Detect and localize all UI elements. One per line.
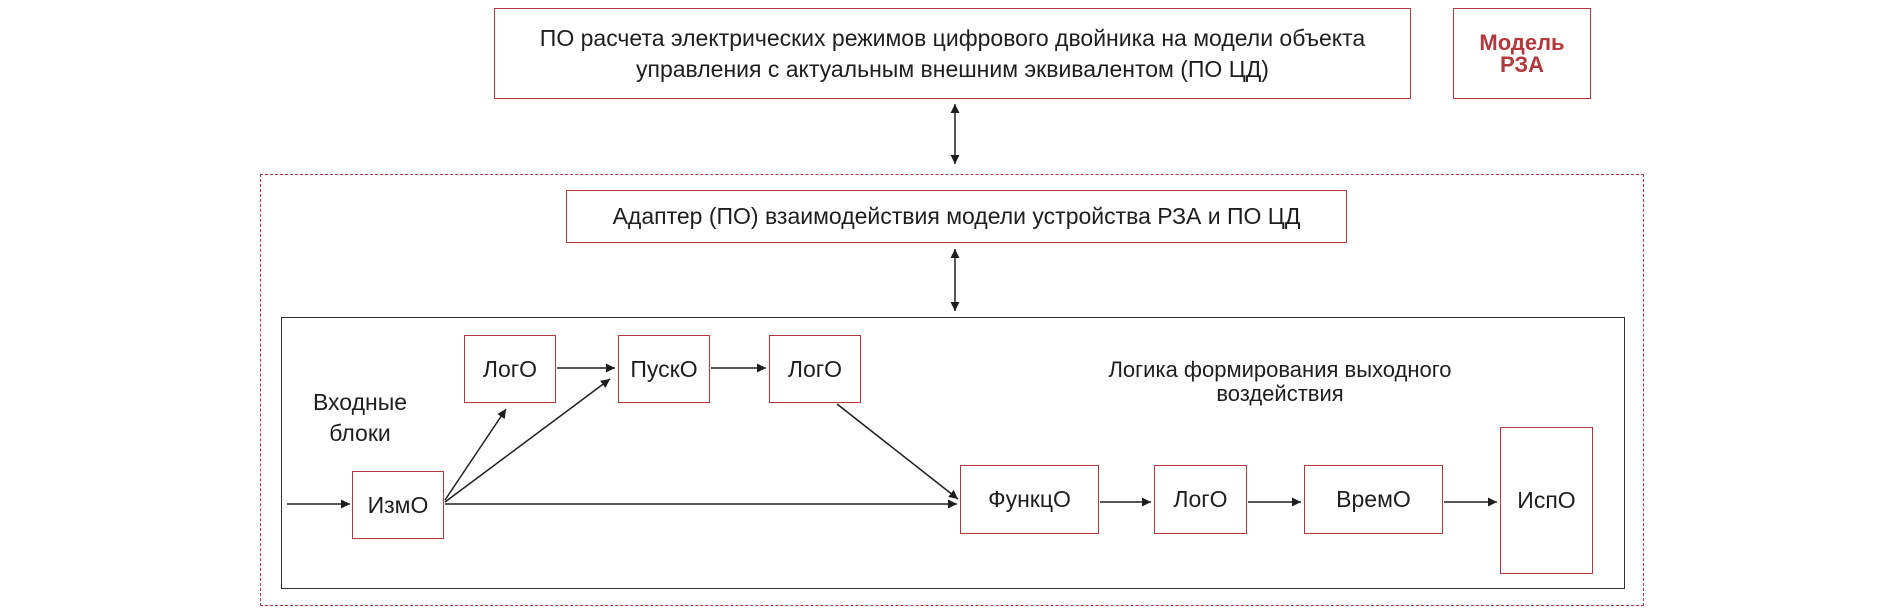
rza-model-line1: Модель bbox=[1479, 29, 1565, 55]
inputs-label-line2: блоки bbox=[329, 420, 391, 446]
logo-block-3: ЛогО bbox=[1154, 465, 1247, 534]
logic-frame bbox=[281, 317, 1625, 589]
vremo-label: ВремО bbox=[1336, 486, 1411, 512]
digital-twin-software-line1: ПО расчета электрических режимов цифрово… bbox=[539, 24, 1366, 51]
digital-twin-software-box: ПО расчета электрических режимов цифрово… bbox=[494, 8, 1411, 99]
logo-block-2: ЛогО bbox=[769, 335, 861, 403]
izmo-label: ИзмО bbox=[367, 491, 429, 518]
rza-model-box: Модель РЗА bbox=[1453, 8, 1591, 99]
logic-label-line1: Логика формирования выходного bbox=[1108, 357, 1452, 382]
pusko-label: ПускО bbox=[630, 355, 698, 382]
logo-label-1: ЛогО bbox=[482, 355, 538, 382]
inputs-label: Входные блоки bbox=[300, 387, 420, 449]
inputs-label-line1: Входные bbox=[312, 389, 408, 415]
arrow-izmo-pusko bbox=[444, 378, 611, 503]
izmo-block: ИзмО bbox=[352, 471, 444, 539]
logo-label-2: ЛогО bbox=[787, 355, 843, 382]
funkco-label: ФункцО bbox=[988, 486, 1071, 512]
arrow-logo2-funkco bbox=[836, 403, 959, 500]
rza-model-container bbox=[260, 174, 1644, 606]
ispo-block: ИспО bbox=[1500, 427, 1593, 574]
ispo-label: ИспО bbox=[1517, 487, 1576, 513]
logo-block-1: ЛогО bbox=[464, 335, 556, 403]
digital-twin-software-line2: управления с актуальным внешним эквивале… bbox=[636, 55, 1269, 82]
vremo-block: ВремО bbox=[1304, 465, 1443, 534]
adapter-label: Адаптер (ПО) взаимодействия модели устро… bbox=[612, 203, 1301, 229]
logic-label-line2: воздействия bbox=[1216, 381, 1344, 406]
adapter-box: Адаптер (ПО) взаимодействия модели устро… bbox=[566, 190, 1347, 243]
pusko-block: ПускО bbox=[618, 335, 710, 403]
arrow-izmo-logo1 bbox=[444, 408, 507, 501]
rza-model-line2: РЗА bbox=[1499, 51, 1545, 77]
logic-label: Логика формирования выходного воздействи… bbox=[1060, 358, 1500, 406]
logo-label-3: ЛогО bbox=[1173, 486, 1228, 512]
funkco-block: ФункцО bbox=[960, 465, 1099, 534]
